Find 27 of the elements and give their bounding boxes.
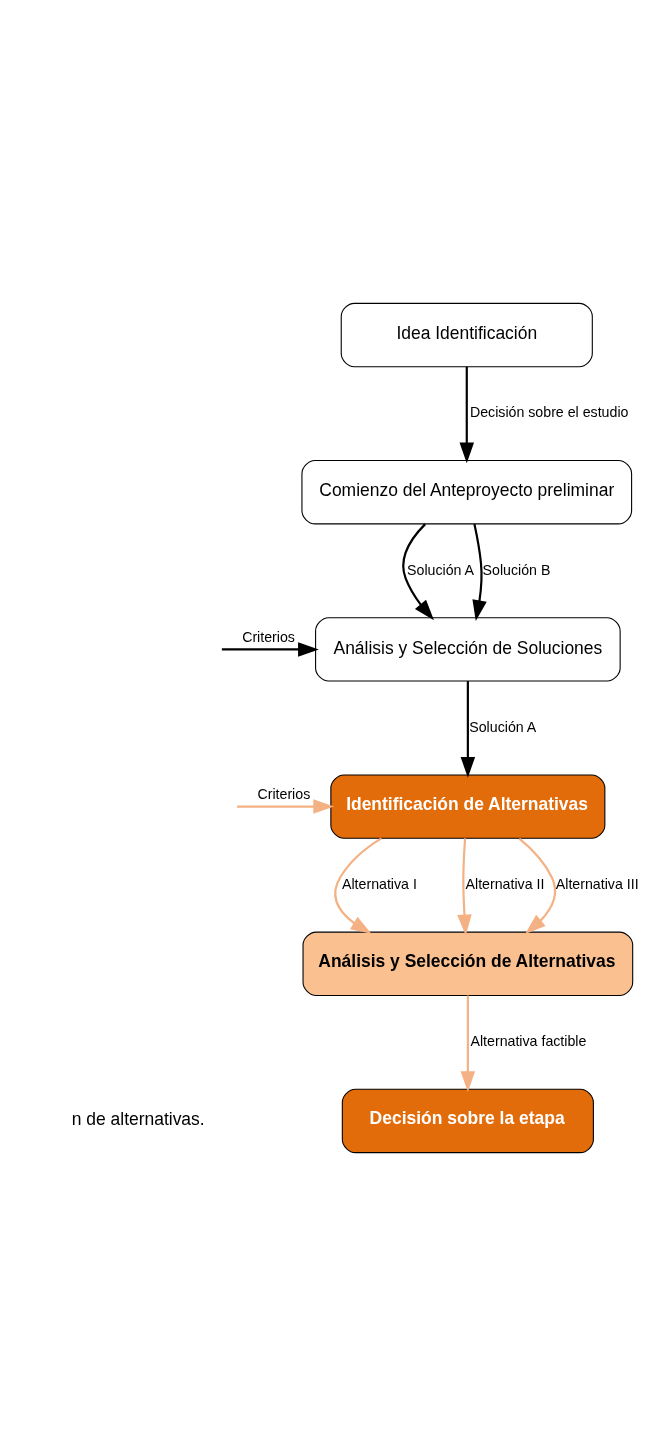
node-box: Comienzo del Anteproyecto preliminar [301,460,633,525]
edge-label: Alternativa II [465,875,545,892]
edge-label: Solución B [482,561,551,578]
edge-label: Solución A [407,561,475,578]
edge-label: Alternativa factible [470,1033,587,1050]
node-box: Análisis y Selección de Soluciones [315,617,621,682]
label: n de alternativas. [71,1109,205,1130]
edge-label: Alternativa I [341,875,417,892]
edge-label: Criterios [257,786,311,803]
arrow [460,995,476,1093]
arrow [518,837,557,934]
edge-label: Alternativa III [555,875,639,892]
arrow [221,642,319,657]
arrow [402,523,434,621]
arrow [237,799,335,814]
node-box: Decisión sobre la etapa [341,1088,594,1154]
arrow [457,838,472,936]
node-box: Identificación de Alternativas [330,774,606,839]
edge-label: Decisión sobre el estudio [469,404,629,421]
arrow [460,681,476,778]
node-box: Análisis y Selección de Alternativas [302,931,634,996]
arrow [472,523,487,621]
node-box: Idea Identificación [340,302,593,368]
edge-label: Criterios [242,629,295,646]
arrow [459,366,475,464]
edge-label: Solución A [469,718,537,735]
arrow [334,837,382,934]
